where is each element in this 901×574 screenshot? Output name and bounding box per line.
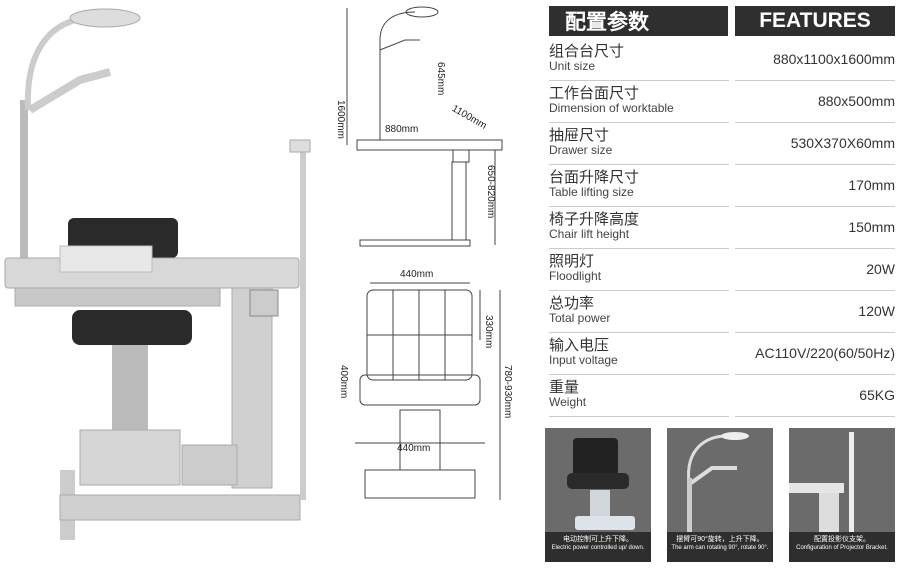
spec-value: 65KG bbox=[859, 387, 895, 403]
chair-dimension-diagram: 440mm 330mm 400mm 780-930mm 440mm bbox=[335, 265, 515, 515]
spec-label-en: Dimension of worktable bbox=[549, 101, 674, 115]
chair-photo bbox=[567, 438, 635, 530]
spec-label-zh: 组合台尺寸 bbox=[549, 43, 625, 60]
header-title-zh: 配置参数 bbox=[565, 11, 649, 34]
spec-label-en: Chair lift height bbox=[549, 227, 630, 241]
thumbnail-projector-bracket: 配置投影仪支架。 Configuration of Projector Brack… bbox=[789, 428, 895, 562]
table-dimension-diagram: 1600mm 645mm 1100mm 880mm 650-820mm bbox=[335, 0, 505, 260]
spec-value: 880x500mm bbox=[817, 93, 895, 109]
spec-label-en: Input voltage bbox=[549, 353, 618, 367]
row-divider bbox=[735, 248, 895, 249]
thumbnail-arm: 摆臂可90°旋转，上升下降。 The arm can rotating 90°, … bbox=[667, 428, 773, 562]
row-divider bbox=[549, 290, 729, 291]
spec-value: 150mm bbox=[848, 219, 895, 235]
spec-label-en: Weight bbox=[549, 395, 587, 409]
row-divider bbox=[735, 206, 895, 207]
row-divider bbox=[549, 206, 729, 207]
header-title-en: FEATURES bbox=[759, 9, 871, 32]
row-divider bbox=[549, 416, 729, 417]
row-divider bbox=[735, 164, 895, 165]
row-divider bbox=[549, 332, 729, 333]
row-divider bbox=[735, 80, 895, 81]
spec-value: 170mm bbox=[848, 177, 895, 193]
row-divider bbox=[735, 332, 895, 333]
spec-label-zh: 抽屉尺寸 bbox=[549, 127, 610, 144]
spec-label-zh: 台面升降尺寸 bbox=[549, 169, 640, 186]
dim-width: 880mm bbox=[385, 124, 419, 135]
spec-label-zh: 椅子升降高度 bbox=[549, 211, 640, 228]
projector-bracket-photo bbox=[789, 432, 854, 532]
table-drawing bbox=[346, 6, 503, 247]
caption-en: Electric power controlled up/ down. bbox=[551, 545, 645, 551]
caption-zh: 配置投影仪支架。 bbox=[814, 536, 870, 543]
spec-label-en: Unit size bbox=[549, 59, 596, 73]
row-divider bbox=[549, 80, 729, 81]
caption-en: Configuration of Projector Bracket. bbox=[796, 545, 888, 551]
caption-zh: 电动控制可上升下降。 bbox=[563, 536, 633, 543]
dim-lamp-arm: 645mm bbox=[435, 62, 446, 96]
dim-height: 1600mm bbox=[335, 100, 346, 139]
spec-value: 120W bbox=[858, 303, 895, 319]
thumbnail-chair: 电动控制可上升下降。 Electric power controlled up/ … bbox=[545, 428, 651, 562]
spec-label-zh: 照明灯 bbox=[549, 253, 595, 270]
row-divider bbox=[735, 122, 895, 123]
row-divider bbox=[549, 248, 729, 249]
spec-label-zh: 重量 bbox=[549, 379, 580, 396]
spec-label-zh: 总功率 bbox=[549, 295, 595, 312]
dim-back-height: 330mm bbox=[483, 315, 494, 349]
spec-value: AC110V/220(60/50Hz) bbox=[755, 345, 895, 361]
dim-seat-depth: 400mm bbox=[338, 365, 349, 399]
spec-label-en: Table lifting size bbox=[549, 185, 634, 199]
caption-zh: 摆臂可90°旋转，上升下降。 bbox=[676, 536, 764, 543]
arm-photo bbox=[687, 432, 749, 532]
row-divider bbox=[549, 122, 729, 123]
spec-label-en: Drawer size bbox=[549, 143, 613, 157]
row-divider bbox=[549, 374, 729, 375]
features-header-en: FEATURES bbox=[735, 6, 895, 36]
dim-base-width: 440mm bbox=[397, 443, 431, 454]
dim-top-width: 440mm bbox=[400, 269, 434, 280]
spec-label-zh: 工作台面尺寸 bbox=[549, 85, 640, 102]
row-divider bbox=[549, 164, 729, 165]
spec-label-en: Total power bbox=[549, 311, 611, 325]
dim-seat-height: 780-930mm bbox=[502, 365, 513, 419]
ophthalmic-unit-illustration bbox=[4, 8, 311, 540]
spec-value: 880x1100x1600mm bbox=[773, 51, 895, 67]
row-divider bbox=[735, 290, 895, 291]
dim-table-height: 650-820mm bbox=[485, 165, 496, 219]
spec-value: 530X370X60mm bbox=[790, 135, 895, 151]
chair-drawing bbox=[355, 282, 501, 500]
spec-value: 20W bbox=[866, 261, 895, 277]
spec-label-zh: 输入电压 bbox=[549, 337, 610, 354]
features-header-zh: 配置参数 bbox=[549, 6, 728, 36]
row-divider bbox=[735, 374, 895, 375]
row-divider bbox=[735, 416, 895, 417]
caption-en: The arm can rotating 90°, rotate 90°. bbox=[671, 545, 769, 551]
spec-label-en: Floodlight bbox=[549, 269, 602, 283]
product-photo bbox=[0, 0, 330, 569]
